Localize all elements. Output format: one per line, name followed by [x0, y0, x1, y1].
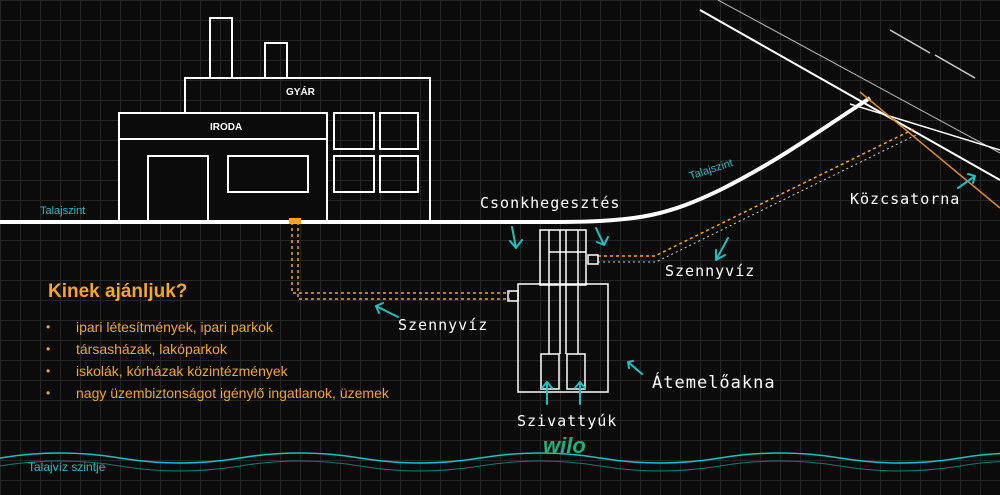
factory-building: [118, 17, 431, 222]
recommend-title: Kinek ajánljuk?: [48, 281, 188, 302]
inflow-pipe: [289, 218, 519, 302]
pressure-pipe: [587, 127, 919, 265]
factory-label: GYÁR: [286, 87, 315, 98]
pumps-label: Szivattyúk: [517, 412, 618, 430]
stub-welding-label: Csonkhegesztés: [480, 194, 621, 212]
groundwater-wave: [0, 452, 1000, 464]
recommend-list: ipari létesítmények, ipari parkok társas…: [46, 316, 389, 404]
list-item: nagy üzembiztonságot igénylő ingatlanok,…: [46, 382, 389, 404]
list-item: társasházak, lakóparkok: [46, 338, 389, 360]
lift-shaft: [517, 229, 609, 393]
ground-line: [0, 96, 872, 224]
street-lines: [699, 0, 1000, 209]
lift-shaft-label: Átemelőakna: [652, 373, 776, 393]
wastewater-label-left: Szennyvíz: [398, 316, 489, 334]
groundwater-wave-2: [0, 460, 1000, 472]
ground-level-label-left: Talajszint: [40, 205, 86, 217]
groundwater-level-label: Talajvíz szintje: [28, 460, 106, 474]
list-item: ipari létesítmények, ipari parkok: [46, 316, 389, 338]
public-sewer-label: Közcsatorna: [850, 190, 961, 208]
wastewater-label-right: Szennyvíz: [665, 262, 756, 280]
list-item: iskolák, kórházak közintézmények: [46, 360, 389, 382]
wilo-logo: wilo: [543, 433, 586, 458]
office-label: IRODA: [210, 122, 243, 133]
arrows: [375, 173, 976, 405]
